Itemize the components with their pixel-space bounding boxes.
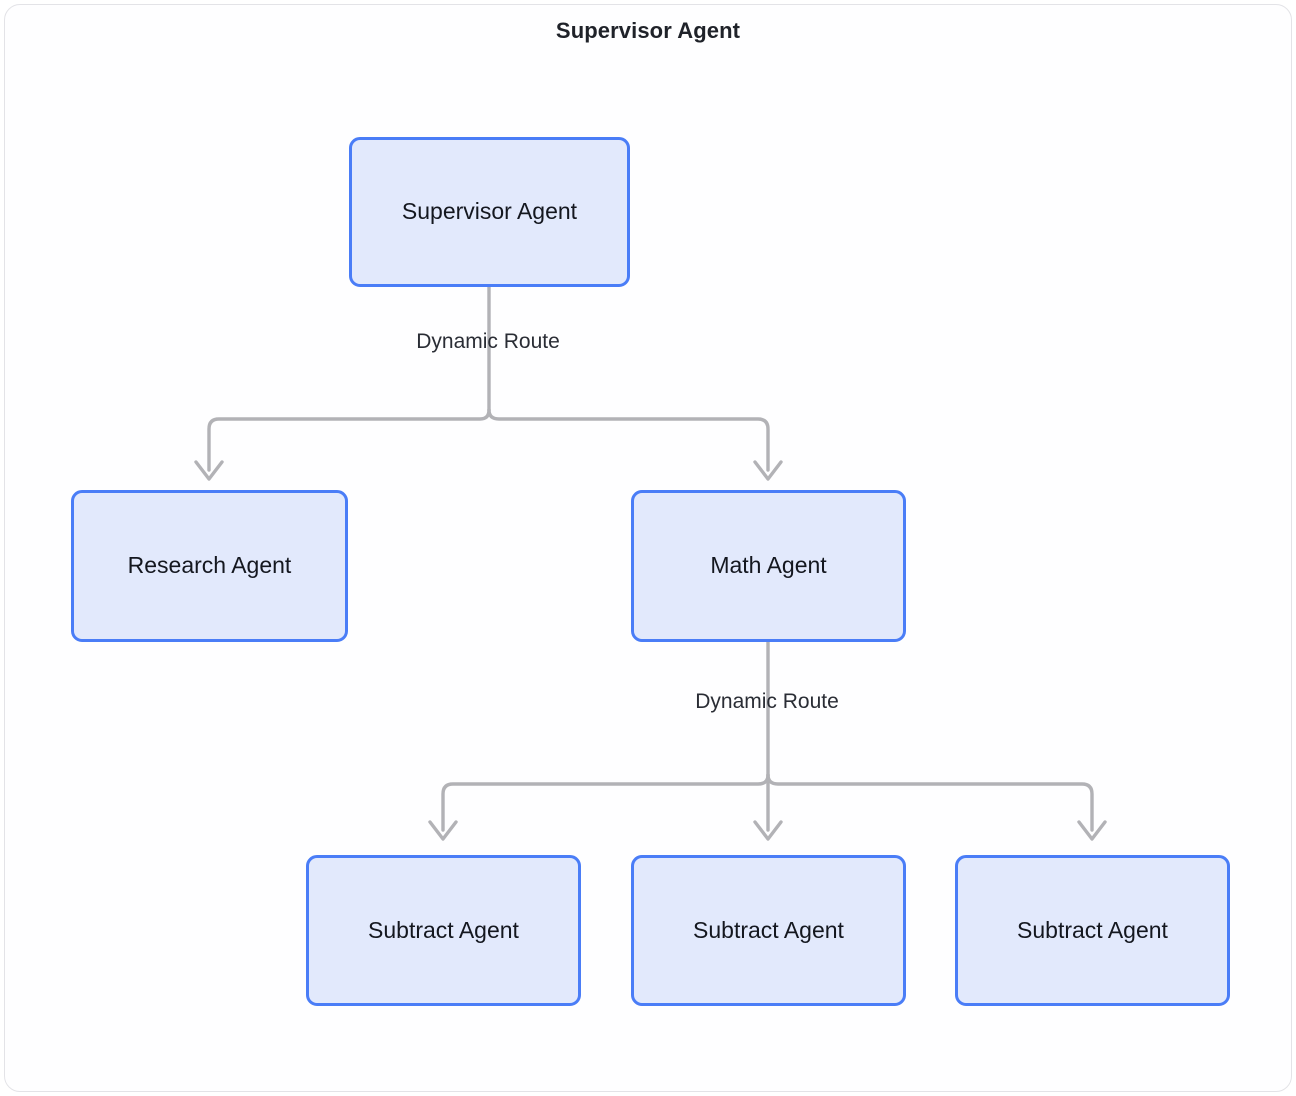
node-math-agent[interactable]: Math Agent	[631, 490, 906, 642]
node-research-agent[interactable]: Research Agent	[71, 490, 348, 642]
node-subtract-agent-1[interactable]: Subtract Agent	[306, 855, 581, 1006]
node-supervisor-agent[interactable]: Supervisor Agent	[349, 137, 630, 287]
page-title: Supervisor Agent	[555, 18, 741, 43]
edge-label-dynamic-route-bottom: Dynamic Route	[695, 690, 839, 713]
edge-label-dynamic-route-top: Dynamic Route	[416, 330, 560, 353]
node-subtract-agent-2[interactable]: Subtract Agent	[631, 855, 906, 1006]
node-subtract-agent-3[interactable]: Subtract Agent	[955, 855, 1230, 1006]
